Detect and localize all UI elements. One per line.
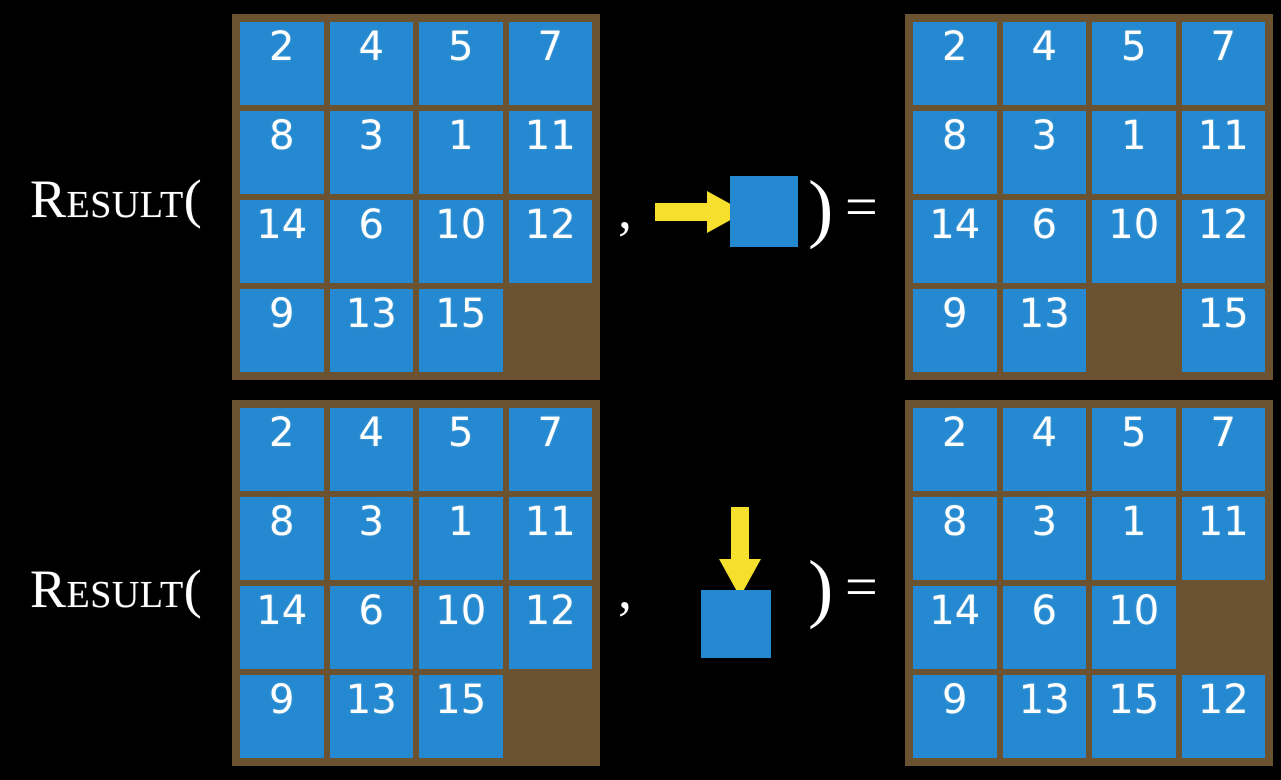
result-function-label: Result(	[30, 559, 203, 619]
equation-row-right-move: Result( 2 4 5 7 8 3 1 11 14 6 10 12 9 13…	[30, 14, 1273, 380]
tile[interactable]: 9	[240, 289, 324, 372]
tile[interactable]: 12	[1181, 675, 1265, 758]
input-board-top[interactable]: 2 4 5 7 8 3 1 11 14 6 10 12 9 13 15	[232, 14, 600, 380]
tile[interactable]: 5	[1092, 408, 1176, 491]
tile[interactable]: 11	[508, 111, 592, 194]
tile[interactable]: 13	[1002, 289, 1086, 372]
tile[interactable]: 14	[240, 200, 324, 283]
tile[interactable]: 12	[508, 200, 592, 283]
tile[interactable]: 4	[329, 22, 413, 105]
tile[interactable]: 2	[240, 22, 324, 105]
tile[interactable]: 11	[508, 497, 592, 580]
tile[interactable]: 7	[1181, 22, 1265, 105]
tile[interactable]: 2	[913, 22, 997, 105]
tile[interactable]: 3	[329, 111, 413, 194]
tile[interactable]: 11	[1181, 497, 1265, 580]
tile[interactable]: 15	[419, 289, 503, 372]
close-paren: )	[808, 546, 834, 630]
move-tile-top[interactable]	[730, 176, 798, 247]
empty-slot[interactable]	[509, 675, 593, 758]
tile[interactable]: 4	[1002, 22, 1086, 105]
tile[interactable]: 5	[419, 408, 503, 491]
tile[interactable]: 12	[508, 586, 592, 669]
tile[interactable]: 12	[1181, 200, 1265, 283]
tile[interactable]: 2	[240, 408, 324, 491]
tile[interactable]: 10	[1092, 200, 1176, 283]
tile[interactable]: 4	[329, 408, 413, 491]
result-board-bottom[interactable]: 2 4 5 7 8 3 1 11 14 6 10 9 13 15 12	[905, 400, 1273, 766]
tile[interactable]: 13	[1002, 675, 1086, 758]
equals-sign: =	[845, 174, 878, 239]
empty-slot[interactable]	[1182, 586, 1266, 669]
empty-slot[interactable]	[1092, 289, 1176, 372]
input-board-bottom[interactable]: 2 4 5 7 8 3 1 11 14 6 10 12 9 13 15	[232, 400, 600, 766]
tile[interactable]: 6	[329, 200, 413, 283]
tile[interactable]: 3	[1002, 111, 1086, 194]
tile[interactable]: 6	[1002, 200, 1086, 283]
arrow-down-icon	[719, 507, 761, 597]
tile[interactable]: 4	[1002, 408, 1086, 491]
tile[interactable]: 7	[1181, 408, 1265, 491]
tile[interactable]: 2	[913, 408, 997, 491]
tile[interactable]: 3	[329, 497, 413, 580]
tile[interactable]: 9	[913, 289, 997, 372]
close-paren: )	[808, 166, 834, 250]
tile[interactable]: 14	[240, 586, 324, 669]
tile[interactable]: 1	[419, 111, 503, 194]
result-function-label: Result(	[30, 169, 203, 229]
tile[interactable]: 9	[240, 675, 324, 758]
tile[interactable]: 13	[329, 289, 413, 372]
tile[interactable]: 15	[1181, 289, 1265, 372]
empty-slot[interactable]	[509, 289, 593, 372]
tile[interactable]: 13	[329, 675, 413, 758]
tile[interactable]: 8	[913, 111, 997, 194]
tile[interactable]: 10	[419, 200, 503, 283]
tile[interactable]: 5	[419, 22, 503, 105]
tile[interactable]: 10	[419, 586, 503, 669]
tile[interactable]: 1	[1092, 497, 1176, 580]
tile[interactable]: 8	[240, 497, 324, 580]
tile[interactable]: 7	[508, 22, 592, 105]
result-board-top[interactable]: 2 4 5 7 8 3 1 11 14 6 10 12 9 13 15	[905, 14, 1273, 380]
tile[interactable]: 1	[1092, 111, 1176, 194]
tile[interactable]: 11	[1181, 111, 1265, 194]
tile[interactable]: 1	[419, 497, 503, 580]
tile[interactable]: 6	[1002, 586, 1086, 669]
tile[interactable]: 7	[508, 408, 592, 491]
tile[interactable]: 14	[913, 586, 997, 669]
tile[interactable]: 9	[913, 675, 997, 758]
tile[interactable]: 6	[329, 586, 413, 669]
tile[interactable]: 8	[240, 111, 324, 194]
argument-separator-comma: ,	[618, 179, 632, 241]
equation-row-down-move: Result( 2 4 5 7 8 3 1 11 14 6 10 12 9 13…	[0, 390, 1281, 780]
argument-separator-comma: ,	[618, 559, 632, 621]
equals-sign: =	[845, 554, 878, 619]
tile[interactable]: 15	[1092, 675, 1176, 758]
tile[interactable]: 15	[419, 675, 503, 758]
arrow-right-icon	[655, 191, 745, 233]
tile[interactable]: 3	[1002, 497, 1086, 580]
move-tile-bottom[interactable]	[701, 590, 771, 658]
tile[interactable]: 8	[913, 497, 997, 580]
tile[interactable]: 10	[1092, 586, 1176, 669]
tile[interactable]: 5	[1092, 22, 1176, 105]
tile[interactable]: 14	[913, 200, 997, 283]
